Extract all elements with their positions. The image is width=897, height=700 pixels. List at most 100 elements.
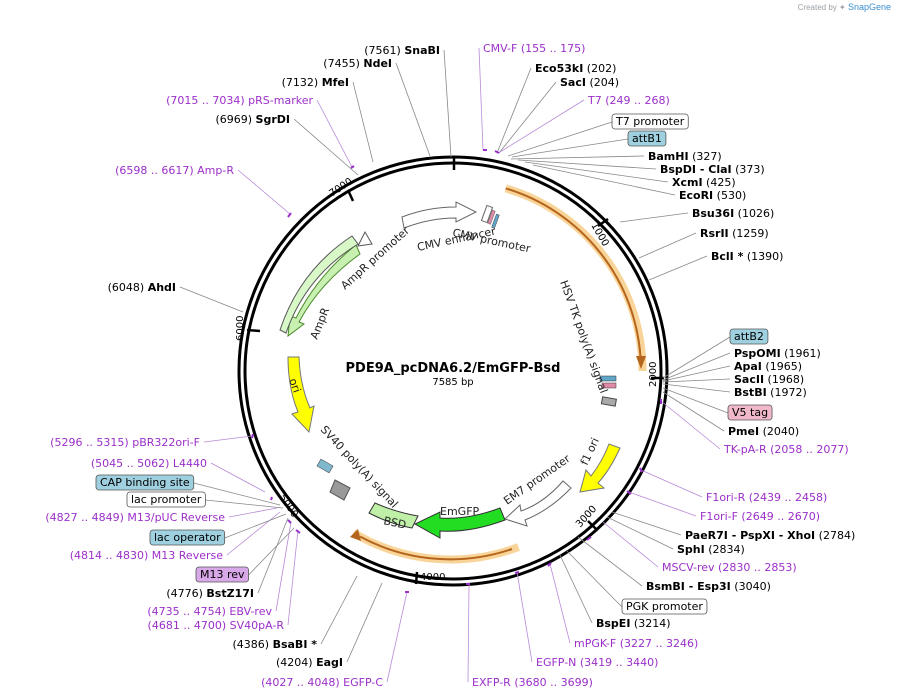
leader-line-bsabi [320, 575, 358, 645]
v5-tag-mark [601, 382, 617, 389]
label-f1ori-f-position: (2649 .. 2670) [738, 510, 820, 523]
plasmid-size: 7585 bp [432, 377, 473, 388]
leader-line-sacii [662, 378, 731, 383]
leader-line-bsu36i [619, 212, 689, 223]
label-ebv-rev-position: (4735 .. 4754) [147, 605, 229, 618]
ampr-promoter-arrow [357, 230, 373, 247]
cap-binding-mark [316, 458, 334, 474]
tick-mark [597, 217, 609, 228]
label-pbr322ori-f-position: (5296 .. 5315) [50, 436, 132, 449]
leader-line-paer7i [611, 511, 682, 536]
snapgene-credit: Created by ✦ SnapGene [798, 2, 891, 12]
leader-line-attb1 [511, 138, 629, 158]
box-label-attb2: attB2 [734, 330, 764, 343]
label-rsrii-position: (1259) [729, 227, 769, 240]
leader-line-eco53ki [496, 67, 532, 154]
leader-line-attb2 [662, 336, 731, 379]
attb2-mark [599, 375, 617, 382]
leader-line-sgrdi [293, 118, 359, 176]
label-f1ori-r: F1ori-R (2439 .. 2458) [706, 491, 827, 504]
label-snabi-name: SnaBI [404, 44, 440, 57]
label-xcmi-name: XcmI [672, 176, 703, 189]
box-attb1 [627, 130, 667, 147]
leader-line-bspdi-clai [517, 159, 657, 170]
label-bstbi-position: (1972) [767, 386, 807, 399]
label-pmei-name: PmeI [728, 425, 759, 438]
leader-line-m13-rev [248, 527, 295, 576]
label-sacii: SacII (1968) [734, 373, 804, 386]
label-t7-position: (249 .. 268) [602, 94, 670, 107]
label-bsabi-name: BsaBI * [273, 638, 318, 651]
label-tk-pa-r-position: (2058 .. 2077) [767, 443, 849, 456]
leader-line-prs-marker [316, 99, 353, 168]
leader-line-sphi [606, 516, 674, 550]
leader-line-bstbi [662, 383, 731, 393]
label-ecori-name: EcoRI [679, 189, 713, 202]
tick-mark [414, 571, 419, 585]
label-bcli-name: BclI * [711, 250, 744, 263]
orf-arrowhead-bsd [350, 529, 361, 541]
leader-line-mfei [352, 81, 374, 163]
box-label-t7-promoter: T7 promoter [615, 115, 685, 128]
leader-line-bspei [559, 554, 593, 624]
box-lac-operator [149, 529, 226, 546]
primer-marks [251, 149, 662, 593]
label-saci: SacI (204) [560, 76, 619, 89]
snapgene-logo-icon: ✦ [839, 3, 846, 12]
label-apai-name: ApaI [734, 360, 762, 373]
label-exfp-r-name: EXFP-R [472, 676, 511, 689]
label-apai-position: (1965) [762, 360, 802, 373]
label-paer7i-position: (2784) [815, 529, 855, 542]
leader-line-pgk-promoter [565, 549, 623, 608]
emgfp-arrow [413, 507, 506, 539]
label-bsabi-position: (4386) [233, 638, 273, 651]
label-bsmbi: BsmBI - Esp3I (3040) [646, 580, 771, 593]
label-sphi-position: (2834) [705, 543, 745, 556]
ori-arrow [287, 356, 315, 434]
label-pbr322ori-f-name: pBR322ori-F [132, 436, 200, 449]
leader-line-ebv-rev [275, 521, 292, 612]
label-l4440-name: L4440 [173, 457, 207, 470]
orf-arc-pde9a [504, 184, 647, 372]
leader-lines [179, 47, 731, 683]
label-eco53ki: Eco53kI (202) [535, 62, 616, 75]
ampr-outline [287, 244, 361, 338]
label-ahdi-name: AhdI [148, 281, 176, 294]
label-sgrdi: (6969) SgrDI [215, 113, 290, 126]
tick-mark [587, 520, 598, 531]
label-sv40pa-r-name: SV40pA-R [230, 619, 285, 632]
leader-line-v5-tag [662, 387, 729, 414]
label-sv40pa-r-position: (4681 .. 4700) [148, 619, 230, 632]
label-bstbi-name: BstBI [734, 386, 767, 399]
label-tk-pa-r: TK-pA-R (2058 .. 2077) [723, 443, 849, 456]
tick-mark [246, 328, 261, 333]
label-pmei-position: (2040) [759, 425, 799, 438]
label-bspei: BspEI (3214) [596, 617, 671, 630]
label-t7: T7 (249 .. 268) [587, 94, 670, 107]
tick-label-4000: 4000 [420, 572, 445, 583]
box-label-v5-tag: V5 tag [732, 406, 768, 419]
leader-line-ahdi [179, 286, 244, 313]
box-pgk-promoter [621, 598, 708, 615]
f1-ori-arrow [579, 443, 621, 493]
label-xcmi-position: (425) [703, 176, 736, 189]
label-saci-name: SacI [560, 76, 586, 89]
label-sv40pa-r: (4681 .. 4700) SV40pA-R [148, 619, 285, 632]
label-bcli-position: (1390) [743, 250, 783, 263]
label-f1ori-f: F1ori-F (2649 .. 2670) [700, 510, 820, 523]
leader-line-pbr322ori-f [203, 435, 253, 443]
label-sacii-position: (1968) [764, 373, 804, 386]
label-amp-r: (6598 .. 6617) Amp-R [115, 164, 234, 177]
credit-brand: SnapGene [847, 2, 891, 12]
label-paer7i-name: PaeR7I - PspXI - XhoI [685, 529, 815, 542]
label-egfp-n-position: (3419 .. 3440) [576, 656, 658, 669]
label-sgrdi-position: (6969) [215, 113, 255, 126]
label-bsmbi-name: BsmBI - Esp3I [646, 580, 731, 593]
label-eagi: (4204) EagI [276, 656, 343, 669]
t7-promoter-mark [487, 209, 496, 225]
leader-line-bsmbi [577, 536, 643, 587]
feature-label-ori: ori [286, 377, 303, 395]
leader-line-cmv-f [478, 47, 484, 151]
label-egfp-c: (4027 .. 4048) EGFP-C [261, 676, 383, 689]
